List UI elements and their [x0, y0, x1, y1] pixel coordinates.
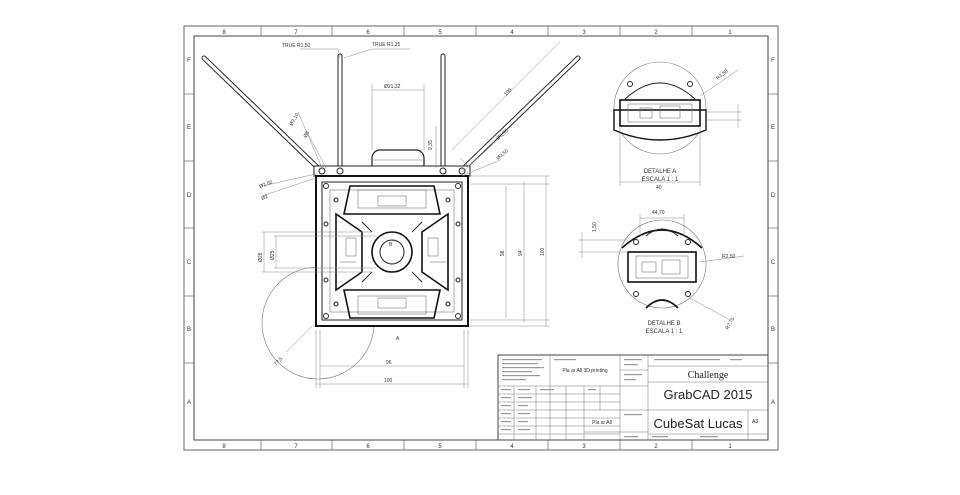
- dim-dia-2-50: Ø2,50: [259, 180, 274, 190]
- zone-row-left-c: C: [187, 260, 192, 266]
- dim-106: 106: [503, 87, 513, 97]
- title-block: Pla ar All 3D printing Pla ar All Challe…: [497, 354, 769, 441]
- zone-col-bottom-8: 8: [222, 444, 226, 450]
- dim-dia-21-32: Ø21,32: [384, 84, 401, 90]
- title-block-size: A3: [752, 419, 758, 425]
- zone-col-bottom-2: 2: [654, 444, 658, 450]
- zone-col-top-7: 7: [294, 30, 298, 36]
- zone-row-right-d: D: [771, 193, 776, 199]
- inner-frame: [193, 35, 769, 441]
- dim-100-vertical: 100: [540, 247, 546, 256]
- zone-col-bottom-7: 7: [294, 444, 298, 450]
- zone-col-bottom-5: 5: [438, 444, 442, 450]
- dim-true-r125: TRUE R1,25: [372, 42, 401, 48]
- zone-row-right-f: F: [771, 58, 775, 64]
- zone-col-bottom-6: 6: [366, 444, 370, 450]
- dim-100-horizontal: 100: [384, 378, 393, 384]
- cubesat-body: [315, 175, 469, 327]
- detail-b-radius: R2,50: [722, 254, 736, 260]
- zone-row-right-e: E: [771, 125, 775, 131]
- dim-94: 94: [518, 250, 524, 256]
- zone-col-bottom-3: 3: [582, 444, 586, 450]
- dim-9-35: 9,35: [428, 140, 434, 150]
- detail-a-view: R3,50 40 DETALHE A ESCALA 1 : 1: [613, 61, 742, 191]
- dim-98: 98: [500, 250, 506, 256]
- detail-b-title: DETALHE B: [648, 321, 681, 327]
- detail-a-title: DETALHE A: [644, 169, 677, 175]
- zone-row-left-e: E: [187, 125, 191, 131]
- detail-b-dim-left: 1,50: [592, 222, 598, 232]
- zone-col-bottom-1: 1: [728, 444, 732, 450]
- dim-true-r150: TRUE R1,50: [282, 43, 311, 49]
- antenna-left-diagonal: [201, 55, 321, 171]
- zone-row-left-f: F: [187, 58, 191, 64]
- title-block-event: GrabCAD 2015: [664, 387, 753, 402]
- zone-row-right-b: B: [771, 327, 775, 333]
- zone-row-right-a: A: [771, 400, 775, 406]
- zone-row-left-b: B: [187, 327, 191, 333]
- detail-a-scale: ESCALA 1 : 1: [642, 177, 679, 183]
- central-lens: [371, 231, 413, 273]
- main-view: TRUE R1,50 TRUE R1,25 Ø21,32 106 9,35 Ø2…: [201, 41, 581, 388]
- detail-label-b: B: [389, 242, 393, 248]
- antenna-right-diagonal: [461, 55, 581, 171]
- dim-dia-2: Ø2: [261, 194, 270, 202]
- dim-dia-25: Ø25: [270, 250, 276, 260]
- title-block-title: CubeSat Lucas: [654, 416, 743, 431]
- detail-label-a: A: [396, 336, 400, 342]
- zone-ticks: [184, 26, 778, 450]
- zone-col-top-1: 1: [728, 30, 732, 36]
- detail-a-dim-40: 40: [656, 185, 662, 191]
- zone-col-top-4: 4: [510, 30, 514, 36]
- zone-col-bottom-4: 4: [510, 444, 514, 450]
- dim-r77-5: 77,5: [273, 356, 284, 367]
- zone-row-left-a: A: [187, 400, 191, 406]
- zone-col-top-3: 3: [582, 30, 586, 36]
- title-block-note-bottom: Pla ar All: [592, 420, 612, 426]
- title-block-note-center: Pla ar All 3D printing: [562, 368, 608, 374]
- dim-dia-5: Ø5: [303, 130, 312, 139]
- zone-col-top-6: 6: [366, 30, 370, 36]
- title-block-challenge: Challenge: [688, 370, 729, 381]
- dim-96: 96: [386, 360, 392, 366]
- zone-col-top-5: 5: [438, 30, 442, 36]
- zone-col-top-8: 8: [222, 30, 226, 36]
- zone-col-top-2: 2: [654, 30, 658, 36]
- zone-row-right-c: C: [771, 260, 776, 266]
- detail-b-scale: ESCALA 1 : 1: [646, 329, 683, 335]
- zone-row-left-d: D: [187, 193, 192, 199]
- detail-b-radius-2: R7,75: [725, 316, 737, 331]
- detail-b-view: 44,70 1,50 R2,50 R7,75 DETALHE B ESCALA …: [578, 210, 745, 335]
- detail-b-dim-width: 44,70: [652, 210, 665, 216]
- dim-dia-28: Ø28: [258, 252, 264, 262]
